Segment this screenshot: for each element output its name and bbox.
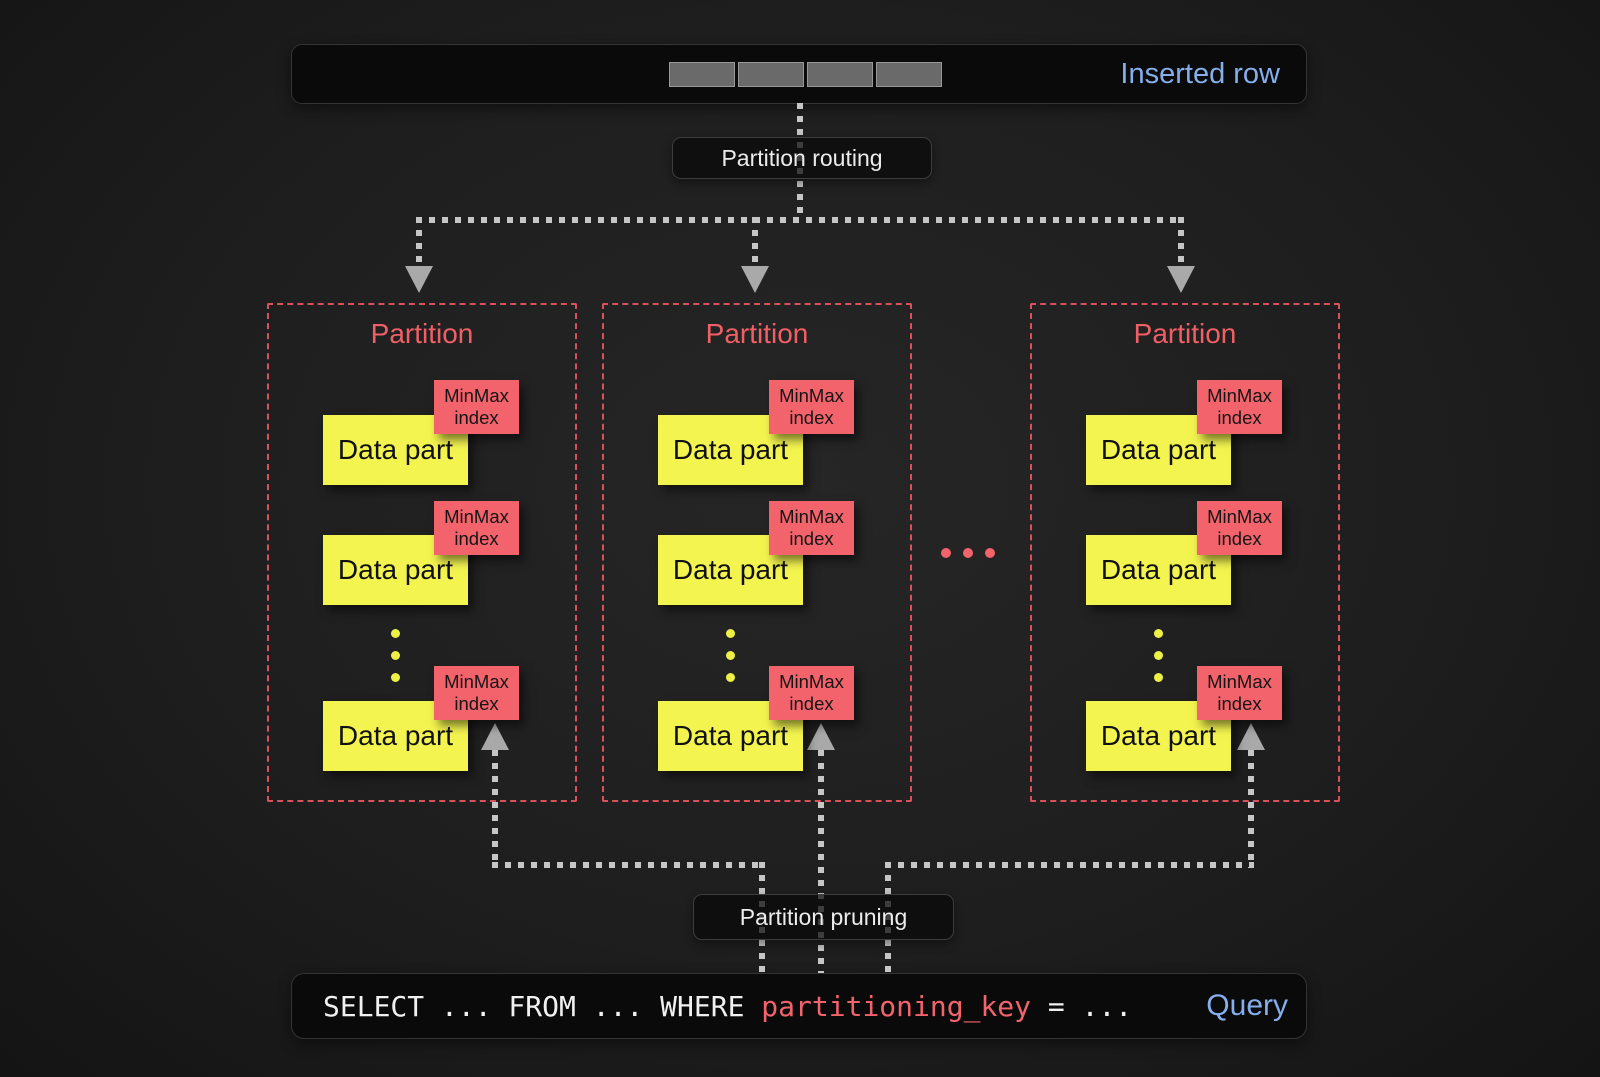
vertical-ellipsis-dot	[391, 673, 400, 682]
minmax-index-tag: MinMax index	[1197, 380, 1282, 434]
inserted-row-bar: Inserted row	[291, 44, 1307, 104]
vertical-ellipsis-dot	[726, 673, 735, 682]
sql-select-clause: SELECT ... FROM ... WHERE	[323, 989, 762, 1023]
partition-routing-label: Partition routing	[672, 137, 932, 179]
partition-title: Partition	[1133, 318, 1237, 349]
query-code: SELECT ... FROM ... WHERE partitioning_k…	[323, 974, 1132, 1038]
segment-cell	[669, 62, 735, 87]
arrow-up-icon	[1237, 723, 1265, 750]
branch-line-right	[1178, 217, 1184, 266]
branch-line-left	[416, 217, 422, 266]
horizontal-ellipsis-dot	[941, 548, 951, 558]
branch-line-middle	[752, 217, 758, 266]
partition-title: Partition	[705, 318, 809, 349]
pruning-line-right-shaft	[1248, 750, 1254, 868]
vertical-ellipsis-dot	[1154, 673, 1163, 682]
vertical-ellipsis-dot	[1154, 629, 1163, 638]
arrow-up-icon	[481, 723, 509, 750]
data-part-box: Data part	[1086, 415, 1231, 485]
query-label: Query	[1206, 989, 1288, 1022]
partition-box-3: Partition MinMax index Data part MinMax …	[1030, 303, 1340, 802]
vertical-ellipsis-dot	[391, 629, 400, 638]
vertical-ellipsis-dot	[726, 629, 735, 638]
arrow-down-icon	[405, 266, 433, 293]
partition-box-2: Partition MinMax index Data part MinMax …	[602, 303, 912, 802]
segment-cell	[738, 62, 804, 87]
query-bar: SELECT ... FROM ... WHERE partitioning_k…	[291, 973, 1307, 1039]
minmax-index-tag: MinMax index	[1197, 501, 1282, 555]
sql-tail: = ...	[1031, 989, 1133, 1023]
horizontal-ellipsis-dot	[963, 548, 973, 558]
segment-cell	[807, 62, 873, 87]
partition-pruning-label: Partition pruning	[693, 894, 954, 940]
inserted-row-label: Inserted row	[1120, 57, 1280, 90]
minmax-index-tag: MinMax index	[769, 380, 854, 434]
vertical-ellipsis-dot	[726, 651, 735, 660]
minmax-index-tag: MinMax index	[434, 666, 519, 720]
pruning-line-left-shaft	[492, 750, 498, 868]
arrow-up-icon	[807, 723, 835, 750]
pruning-line-left-horizontal	[492, 862, 765, 868]
vertical-ellipsis-dot	[391, 651, 400, 660]
branch-line-horizontal	[416, 217, 1184, 223]
vertical-ellipsis-dot	[1154, 651, 1163, 660]
partitioning-key: partitioning_key	[761, 989, 1032, 1023]
arrow-down-icon	[741, 266, 769, 293]
partition-title: Partition	[370, 318, 474, 349]
row-segments	[669, 62, 942, 87]
segment-cell	[876, 62, 942, 87]
arrow-down-icon	[1167, 266, 1195, 293]
horizontal-ellipsis-dot	[985, 548, 995, 558]
minmax-index-tag: MinMax index	[769, 666, 854, 720]
partition-box-1: Partition MinMax index Data part MinMax …	[267, 303, 577, 802]
minmax-index-tag: MinMax index	[1197, 666, 1282, 720]
pruning-line-middle	[818, 750, 824, 973]
data-part-box: Data part	[323, 701, 468, 771]
pruning-line-right-horizontal	[885, 862, 1254, 868]
minmax-index-tag: MinMax index	[434, 380, 519, 434]
minmax-index-tag: MinMax index	[769, 501, 854, 555]
minmax-index-tag: MinMax index	[434, 501, 519, 555]
